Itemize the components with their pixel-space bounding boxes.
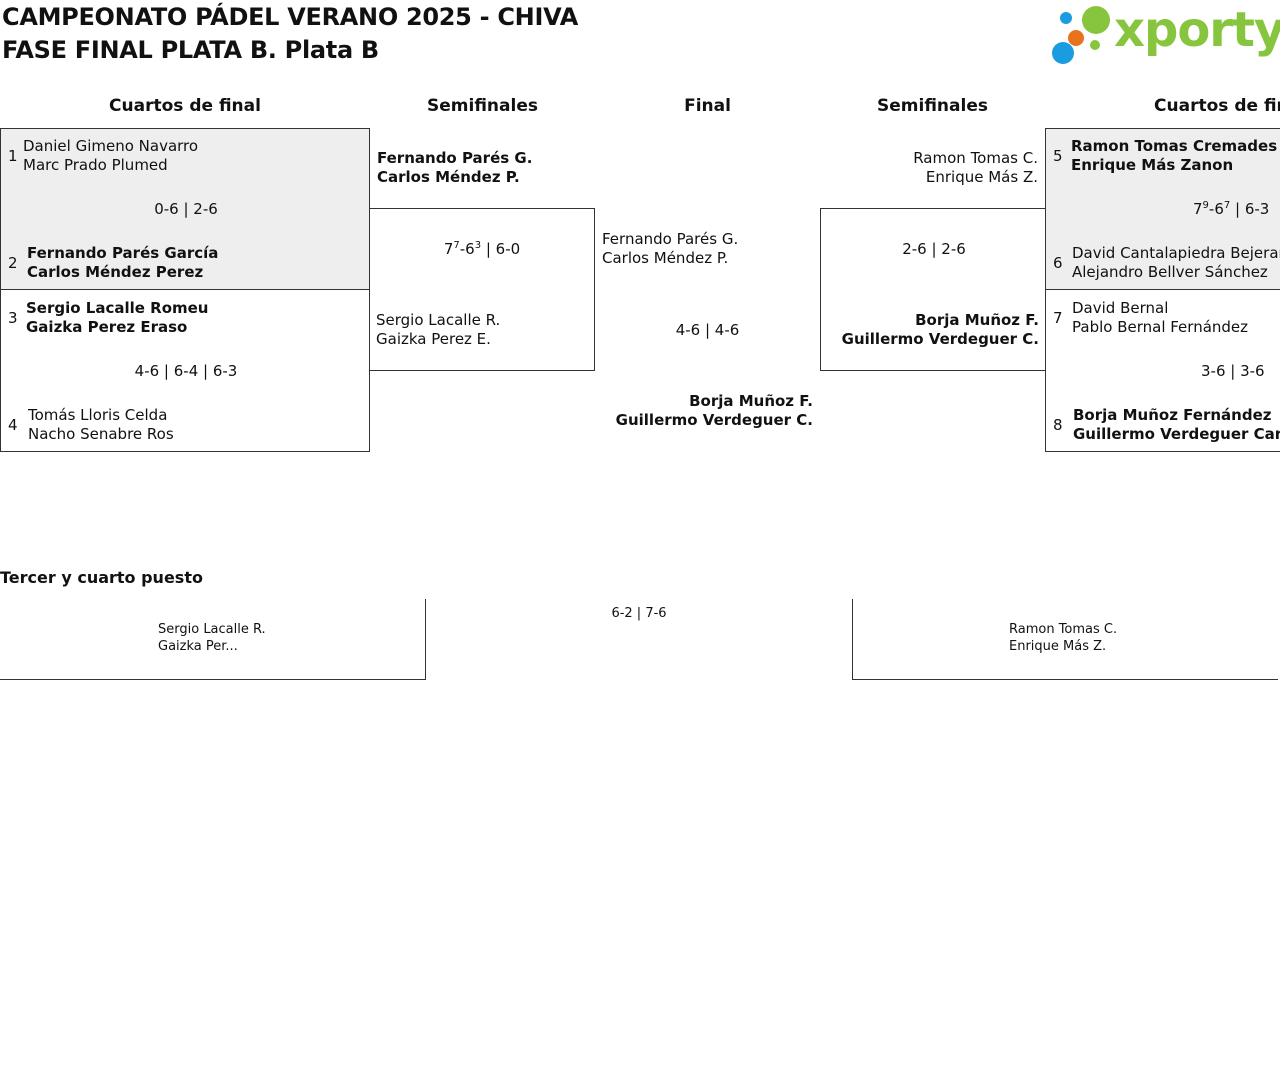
third-place-team: Sergio Lacalle R. Gaizka Per...: [158, 621, 266, 655]
seed-number: 7: [1053, 309, 1063, 327]
seed-number: 6: [1053, 254, 1063, 272]
player-name: Ramon Tomas C.: [1009, 622, 1118, 637]
player-name: Carlos Méndez P.: [377, 168, 520, 186]
match-score: 2-6 | 2-6: [902, 240, 966, 258]
player-name: Pablo Bernal Fernández: [1072, 318, 1249, 336]
match-score: 3-6 | 3-6: [1201, 362, 1265, 380]
match-score: 0-6 | 2-6: [154, 200, 218, 218]
final-team-winner: Borja Muñoz F. Guillermo Verdeguer C.: [595, 392, 813, 430]
score-part: | 6-0: [481, 240, 521, 258]
tournament-title: CAMPEONATO PÁDEL VERANO 2025 - CHIVA: [2, 3, 578, 31]
player-name: Borja Muñoz Fernández: [1073, 406, 1272, 424]
player-name: Ramon Tomas Cremades: [1071, 137, 1278, 155]
player-name: Gaizka Per...: [158, 639, 238, 654]
qf-match-4: 7 David Bernal Pablo Bernal Fernández 3-…: [1045, 289, 1280, 452]
third-place-score: 6-2 | 7-6: [611, 606, 667, 621]
score-part: 7: [1193, 200, 1203, 218]
player-name: Daniel Gimeno Navarro: [23, 137, 199, 155]
logo-wordmark: xporty: [1114, 2, 1280, 58]
sf-right-team-winner: Borja Muñoz F. Guillermo Verdeguer C.: [821, 311, 1039, 349]
player-name: David Cantalapiedra Bejerano: [1072, 244, 1280, 262]
player-name: Enrique Más Z.: [1009, 639, 1107, 654]
qf-match-3: 5 Ramon Tomas Cremades Enrique Más Zanon…: [1045, 128, 1280, 290]
column-header-sf-right: Semifinales: [877, 96, 988, 116]
tiebreak-score: 7: [453, 240, 460, 251]
team-entry-winner: Sergio Lacalle Romeu Gaizka Perez Eraso: [26, 299, 209, 337]
player-name: Guillermo Verdeguer C.: [841, 330, 1039, 348]
seed-number: 8: [1053, 416, 1063, 434]
team-entry: David Bernal Pablo Bernal Fernández: [1072, 299, 1248, 337]
score-part: 7: [443, 240, 454, 258]
player-name: Gaizka Perez Eraso: [26, 318, 188, 336]
third-place-right-bracket: Ramon Tomas C. Enrique Más Z.: [852, 599, 1278, 680]
logo-dot-blue-small: [1060, 12, 1072, 24]
player-name: Enrique Más Zanon: [1071, 156, 1234, 174]
seed-number: 1: [8, 147, 18, 165]
player-name: Carlos Méndez Perez: [27, 263, 204, 281]
player-name: Carlos Méndez P.: [602, 249, 729, 267]
column-header-qf-left: Cuartos de final: [109, 96, 261, 116]
third-place-heading: Tercer y cuarto puesto: [0, 568, 203, 587]
tiebreak-score: 7: [1223, 200, 1231, 211]
qf-match-1: 1 Daniel Gimeno Navarro Marc Prado Plume…: [0, 128, 370, 290]
seed-number: 2: [8, 254, 18, 272]
player-name: Sergio Lacalle R.: [158, 622, 266, 637]
team-entry-winner: Ramon Tomas Cremades Enrique Más Zanon: [1071, 137, 1277, 175]
player-name: Fernando Parés G.: [602, 230, 739, 248]
match-score: 77-63 | 6-0: [369, 240, 595, 258]
score-part: | 6-3: [1230, 200, 1270, 218]
tiebreak-score: 3: [474, 240, 482, 251]
third-place-team: Ramon Tomas C. Enrique Más Z.: [1009, 621, 1117, 655]
team-entry: Daniel Gimeno Navarro Marc Prado Plumed: [23, 137, 198, 175]
logo-dot-green-small: [1090, 40, 1100, 50]
player-name: Nacho Senabre Ros: [28, 425, 174, 443]
player-name: Borja Muñoz F.: [689, 392, 813, 410]
logo-dot-blue-large: [1052, 42, 1074, 64]
player-name: Borja Muñoz F.: [915, 311, 1039, 329]
player-name: Enrique Más Z.: [925, 168, 1038, 186]
sf-left-team-winner: Fernando Parés G. Carlos Méndez P.: [377, 149, 532, 187]
player-name: David Bernal: [1072, 299, 1169, 317]
team-entry: Tomás Lloris Celda Nacho Senabre Ros: [28, 406, 174, 444]
third-place-left-bracket: Sergio Lacalle R. Gaizka Per...: [0, 599, 426, 680]
player-name: Tomás Lloris Celda: [28, 406, 168, 424]
player-name: Guillermo Verdeguer C.: [615, 411, 813, 429]
column-header-final: Final: [684, 96, 731, 116]
seed-number: 3: [8, 309, 18, 327]
final-score: 4-6 | 4-6: [675, 321, 740, 339]
sf-left-bracket: 77-63 | 6-0 Sergio Lacalle R. Gaizka Per…: [369, 208, 595, 371]
column-header-qf-right: Cuartos de final: [1154, 96, 1280, 116]
xporty-logo: xporty: [1052, 2, 1280, 66]
logo-dot-orange: [1068, 30, 1084, 46]
team-entry-winner: Borja Muñoz Fernández Guillermo Verdegue…: [1073, 406, 1280, 444]
player-name: Marc Prado Plumed: [23, 156, 168, 174]
match-score: 79-67 | 6-3: [1193, 200, 1269, 218]
player-name: Fernando Parés García: [27, 244, 219, 262]
team-entry-winner: Fernando Parés García Carlos Méndez Pere…: [27, 244, 218, 282]
phase-title: FASE FINAL PLATA B. Plata B: [2, 36, 379, 64]
sf-right-team: Ramon Tomas C. Enrique Más Z.: [820, 149, 1038, 187]
qf-match-2: 3 Sergio Lacalle Romeu Gaizka Perez Eras…: [0, 289, 370, 452]
column-header-sf-left: Semifinales: [427, 96, 538, 116]
sf-right-bracket: 2-6 | 2-6 Borja Muñoz F. Guillermo Verde…: [820, 208, 1046, 371]
seed-number: 4: [8, 416, 18, 434]
match-score: 4-6 | 6-4 | 6-3: [134, 362, 238, 380]
player-name: Sergio Lacalle R.: [376, 311, 501, 329]
score-part: -6: [459, 240, 475, 258]
player-name: Guillermo Verdeguer Carrasco: [1073, 425, 1280, 443]
final-team: Fernando Parés G. Carlos Méndez P.: [602, 230, 738, 268]
score-part: -6: [1208, 200, 1224, 218]
logo-dot-green: [1082, 6, 1110, 34]
player-name: Gaizka Perez E.: [376, 330, 491, 348]
player-name: Sergio Lacalle Romeu: [26, 299, 209, 317]
player-name: Ramon Tomas C.: [913, 149, 1038, 167]
player-name: Alejandro Bellver Sánchez: [1072, 263, 1268, 281]
team-entry: David Cantalapiedra Bejerano Alejandro B…: [1072, 244, 1280, 282]
player-name: Fernando Parés G.: [377, 149, 533, 167]
sf-left-team: Sergio Lacalle R. Gaizka Perez E.: [376, 311, 500, 349]
tiebreak-score: 9: [1202, 200, 1209, 211]
seed-number: 5: [1053, 147, 1063, 165]
